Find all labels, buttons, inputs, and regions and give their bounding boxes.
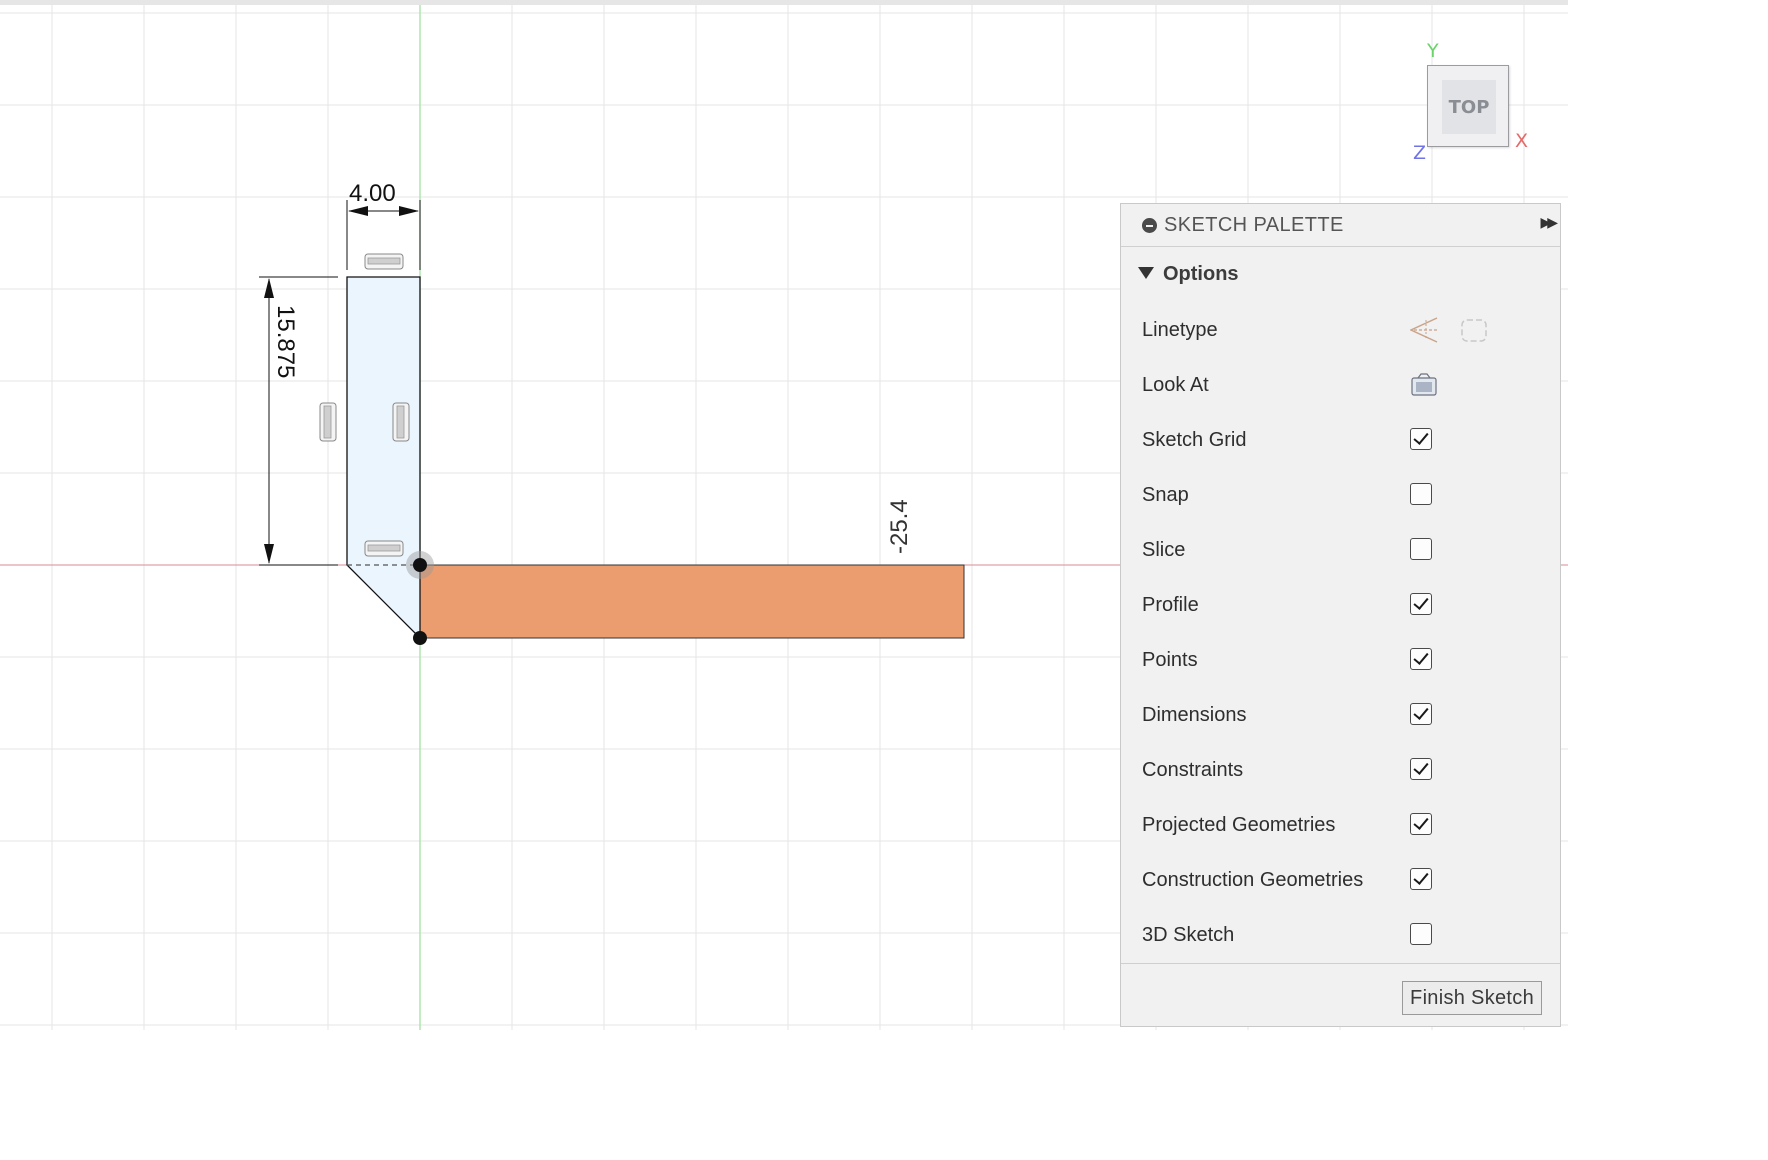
viewcube[interactable]: Y TOP X Z [1405, 40, 1545, 170]
palette-row-look-at: Look At [1121, 365, 1560, 405]
extrude-body[interactable] [419, 564, 965, 639]
height-dimension-label[interactable]: 15.875 [272, 305, 299, 378]
palette-row-profile: Profile [1121, 585, 1560, 625]
palette-row-snap: Snap [1121, 475, 1560, 515]
profile-checkbox[interactable] [1410, 593, 1432, 615]
palette-row-label: Constraints [1142, 759, 1244, 781]
width-dimension[interactable]: 4.00 [346, 180, 421, 270]
construction-linetype-icon[interactable] [1409, 317, 1438, 343]
centerline-linetype-icon[interactable] [1461, 319, 1487, 342]
slice-checkbox[interactable] [1410, 538, 1432, 560]
points-checkbox[interactable] [1410, 648, 1432, 670]
look-at-icon[interactable] [1410, 373, 1438, 402]
palette-row-label: Linetype [1142, 319, 1218, 341]
origin-point[interactable] [413, 558, 427, 572]
horizontal-constraint-icon[interactable] [364, 253, 404, 270]
sketch-palette-footer: Finish Sketch [1121, 963, 1560, 1026]
palette-row-label: Look At [1142, 374, 1209, 396]
palette-row-projected-geometries: Projected Geometries [1121, 805, 1560, 845]
palette-row-label: Points [1142, 649, 1198, 671]
snap-checkbox[interactable] [1410, 483, 1432, 505]
palette-row-sketch-grid: Sketch Grid [1121, 420, 1560, 460]
sketch-grid-checkbox[interactable] [1410, 428, 1432, 450]
palette-row-label: Construction Geometries [1142, 869, 1364, 891]
viewcube-face-label: TOP [1442, 80, 1496, 134]
palette-row-slice: Slice [1121, 530, 1560, 570]
palette-row-label: Projected Geometries [1142, 814, 1336, 836]
construction-geometries-checkbox[interactable] [1410, 868, 1432, 890]
palette-row-points: Points [1121, 640, 1560, 680]
expand-arrows-icon[interactable]: ▶▶ [1540, 214, 1557, 230]
sketch-palette: SKETCH PALETTE ▶▶ Options Linetype Look … [1120, 203, 1561, 1027]
viewcube-axis-z-label: Z [1413, 142, 1427, 164]
triangle-down-icon [1138, 267, 1154, 279]
dimensions-checkbox[interactable] [1410, 703, 1432, 725]
projected-geometries-checkbox[interactable] [1410, 813, 1432, 835]
collapse-icon[interactable] [1142, 218, 1157, 233]
palette-row-label: 3D Sketch [1142, 924, 1235, 946]
options-section-header[interactable]: Options [1121, 259, 1560, 289]
viewcube-axis-y-label: Y [1427, 40, 1439, 62]
sketch-profile[interactable] [346, 276, 421, 640]
top-border [0, 0, 1568, 5]
palette-row-dimensions: Dimensions [1121, 695, 1560, 735]
vertical-constraint-icon[interactable] [392, 402, 410, 442]
sketch-palette-title: SKETCH PALETTE [1164, 214, 1344, 236]
vertical-constraint-icon[interactable] [319, 402, 337, 442]
height-dimension[interactable]: 15.875 [259, 276, 338, 566]
sketch-point[interactable] [413, 631, 427, 645]
palette-row-label: Profile [1142, 594, 1199, 616]
constraints-checkbox[interactable] [1410, 758, 1432, 780]
palette-row-label: Dimensions [1142, 704, 1247, 726]
palette-row-label: Slice [1142, 539, 1186, 561]
finish-sketch-button[interactable]: Finish Sketch [1402, 981, 1542, 1015]
viewcube-top-face[interactable]: TOP [1427, 65, 1509, 147]
3d-sketch-checkbox[interactable] [1410, 923, 1432, 945]
horizontal-constraint-icon[interactable] [364, 540, 404, 557]
palette-row-label: Snap [1142, 484, 1189, 506]
palette-row-label: Sketch Grid [1142, 429, 1247, 451]
options-section-label: Options [1163, 263, 1239, 285]
viewcube-axis-x-label: X [1515, 130, 1529, 152]
width-dimension-label[interactable]: 4.00 [349, 180, 396, 207]
palette-row-constraints: Constraints [1121, 750, 1560, 790]
palette-row-construction-geometries: Construction Geometries [1121, 860, 1560, 900]
linetype-controls [1409, 314, 1500, 351]
palette-row-3d-sketch: 3D Sketch [1121, 915, 1560, 955]
palette-row-linetype: Linetype [1121, 310, 1560, 350]
offset-dimension-label[interactable]: -25.4 [886, 499, 913, 554]
sketch-palette-header: SKETCH PALETTE ▶▶ [1121, 204, 1560, 247]
